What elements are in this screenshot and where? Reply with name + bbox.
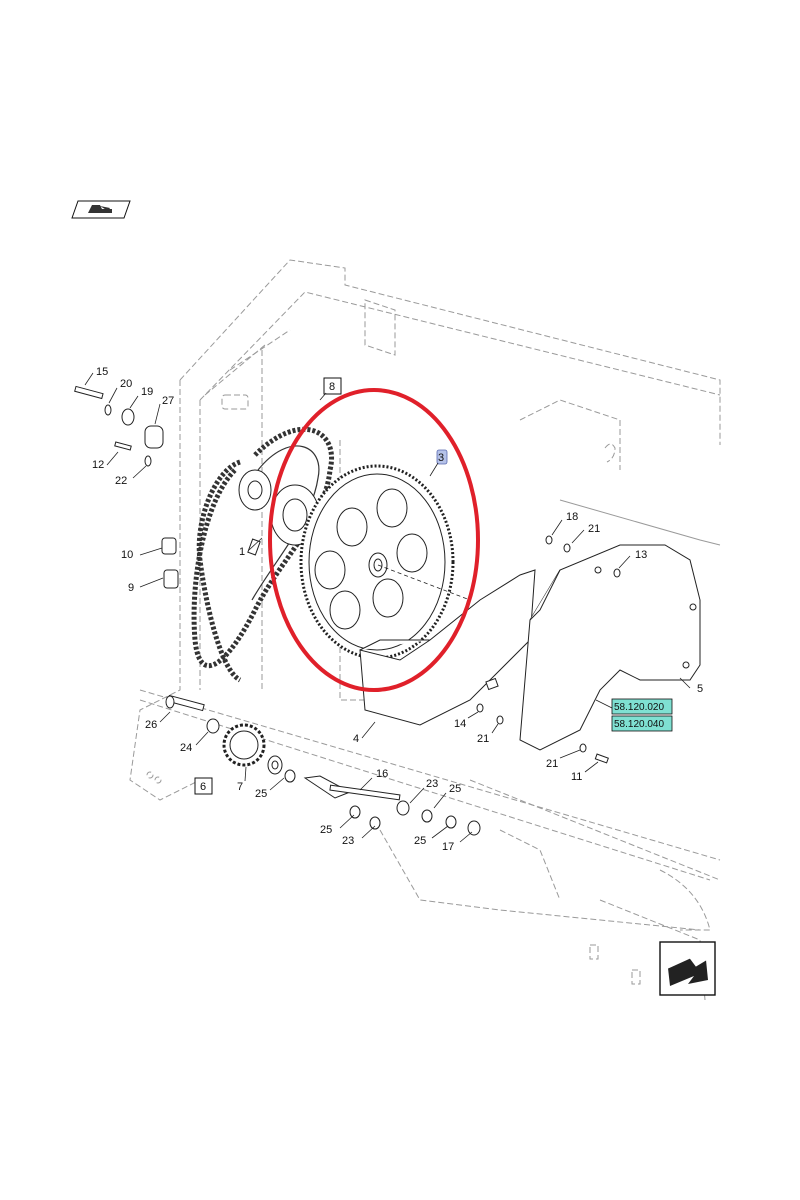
callout-8: 8: [329, 381, 335, 393]
callout-21-lower: 21: [546, 758, 558, 770]
callout-26: 26: [145, 719, 157, 731]
small-sprocket: [165, 694, 283, 775]
callout-9: 9: [128, 582, 134, 594]
callout-1: 1: [239, 546, 245, 558]
callout-25-a: 25: [255, 788, 267, 800]
hardware: [74, 385, 621, 836]
reference-58-120-040[interactable]: 58.120.040: [614, 719, 664, 730]
callout-7: 7: [237, 781, 243, 793]
callout-25-c: 25: [320, 824, 332, 836]
callout-15: 15: [96, 366, 108, 378]
next-page-arrow-icon[interactable]: [659, 941, 716, 996]
callout-16: 16: [376, 768, 388, 780]
callout-11: 11: [571, 771, 582, 783]
highlight-circle: [268, 388, 480, 692]
callout-25-b: 25: [449, 783, 461, 795]
callout-22: 22: [115, 475, 127, 487]
callout-24: 24: [180, 742, 192, 754]
callout-12: 12: [92, 459, 104, 471]
callout-17: 17: [442, 841, 454, 853]
callout-21-upper: 21: [588, 523, 600, 535]
callout-25-d: 25: [414, 835, 426, 847]
callout-6: 6: [200, 781, 206, 793]
drive-chain: [191, 426, 334, 683]
callout-14: 14: [454, 718, 466, 730]
reference-58-120-020[interactable]: 58.120.020: [614, 702, 664, 713]
callout-27: 27: [162, 395, 174, 407]
wrench-nav-icon[interactable]: [71, 200, 131, 219]
reference-badges: 58.120.020 58.120.040: [595, 698, 673, 732]
callout-18: 18: [566, 511, 578, 523]
callout-labels: 15 20 19 27 12 22 10 9 1 8 3 18 21 13 5 …: [84, 366, 703, 853]
callout-20: 20: [120, 378, 132, 390]
callout-21-mid: 21: [477, 733, 489, 745]
chain-cover: [519, 544, 701, 751]
callout-5: 5: [697, 683, 703, 695]
callout-3: 3: [438, 452, 444, 464]
callout-23-b: 23: [342, 835, 354, 847]
callout-4: 4: [353, 733, 359, 745]
callout-13: 13: [635, 549, 647, 561]
large-sprocket: [299, 464, 471, 660]
callout-23-a: 23: [426, 778, 438, 790]
callout-19: 19: [141, 386, 153, 398]
callout-10: 10: [121, 549, 133, 561]
